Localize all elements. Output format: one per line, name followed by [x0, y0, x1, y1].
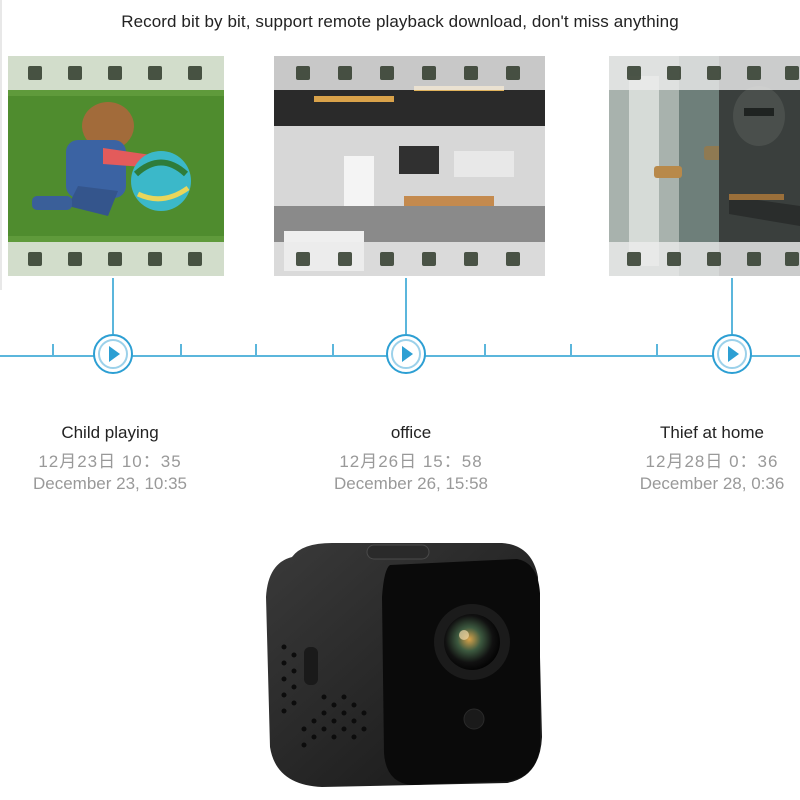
film-strip-bottom: [609, 242, 800, 276]
event-time-en: December 23, 10:35: [32, 474, 188, 493]
play-icon: [109, 346, 120, 362]
play-ring: [391, 339, 421, 369]
timeline-connector: [405, 278, 407, 334]
play-icon: [402, 346, 413, 362]
event-time-en: December 26, 15:58: [333, 474, 489, 493]
play-button-thief[interactable]: [712, 334, 752, 374]
left-divider: [0, 0, 2, 290]
photo-office: [274, 56, 545, 276]
film-strip-top: [8, 56, 224, 90]
timeline-connector: [112, 278, 114, 334]
event-time-zh: 12月23日 10：35: [38, 452, 182, 471]
event-time-zh: 12月26日 15：58: [339, 452, 483, 471]
thief-photo: [609, 56, 800, 276]
play-ring: [98, 339, 128, 369]
play-button-child[interactable]: [93, 334, 133, 374]
timeline-connector: [731, 278, 733, 334]
event-child-playing: Child playing 12月23日 10：35 December 23, …: [0, 423, 220, 495]
film-strip-top: [274, 56, 545, 90]
event-thief: Thief at home 12月28日 0：36 December 28, 0…: [602, 423, 800, 495]
event-time-zh: 12月28日 0：36: [645, 452, 779, 471]
timeline-tick: [332, 344, 334, 356]
child-playing-photo: [8, 56, 224, 276]
event-time-en: December 28, 0:36: [639, 474, 785, 493]
timeline-tick: [52, 344, 54, 356]
event-title: Thief at home: [660, 423, 764, 442]
headline: Record bit by bit, support remote playba…: [121, 12, 679, 31]
mini-camera-image: [262, 537, 544, 789]
film-strip-bottom: [8, 242, 224, 276]
play-button-office[interactable]: [386, 334, 426, 374]
event-title: office: [390, 423, 432, 442]
photo-thief: [609, 56, 800, 276]
timeline-tick: [484, 344, 486, 356]
timeline-tick: [255, 344, 257, 356]
timeline-tick: [180, 344, 182, 356]
play-icon: [728, 346, 739, 362]
photo-child-playing: [8, 56, 224, 276]
timeline-tick: [570, 344, 572, 356]
film-strip-top: [609, 56, 800, 90]
film-strip-bottom: [274, 242, 545, 276]
play-ring: [717, 339, 747, 369]
event-title: Child playing: [61, 423, 159, 442]
event-office: office 12月26日 15：58 December 26, 15:58: [301, 423, 521, 495]
timeline-tick: [656, 344, 658, 356]
